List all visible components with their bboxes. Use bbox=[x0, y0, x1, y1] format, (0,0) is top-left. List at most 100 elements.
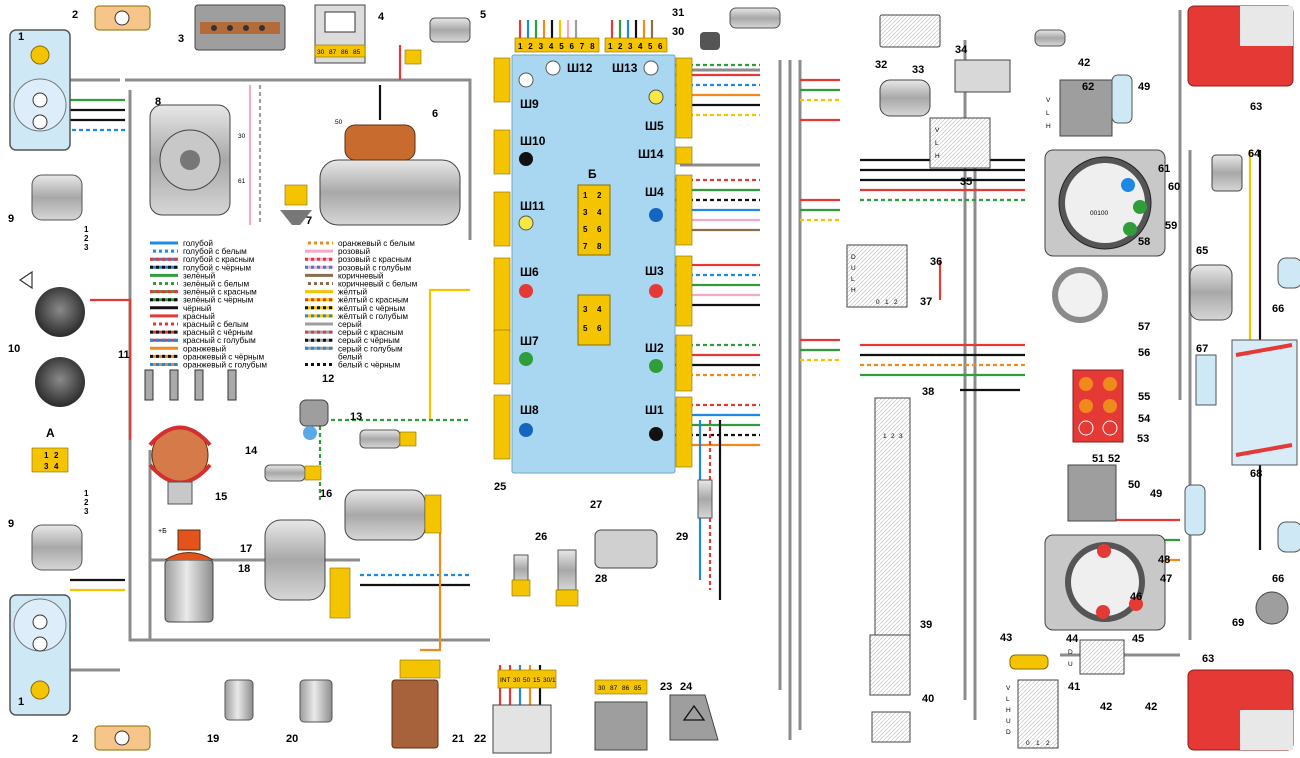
wiper-motor bbox=[264, 519, 351, 619]
rear-lamp-right bbox=[1187, 669, 1294, 751]
ign-pin-30-1: 30/1 bbox=[543, 677, 556, 684]
component-label-61: 61 bbox=[1158, 163, 1170, 175]
component-label-18: 18 bbox=[238, 563, 250, 575]
starter-relay: 30 87 86 85 bbox=[314, 4, 366, 64]
legend-label: голубой с чёрным bbox=[183, 263, 251, 272]
plug-sh9: Ш9 bbox=[520, 97, 539, 111]
top-connector-b bbox=[604, 37, 668, 53]
component-label-47: 47 bbox=[1160, 573, 1172, 585]
component-label-51: 51 bbox=[1092, 453, 1104, 465]
hazard-connector bbox=[391, 659, 441, 749]
component-label-7: 7 bbox=[306, 215, 312, 227]
sw41-letter-l: L bbox=[1006, 696, 1010, 703]
brake-fluid-sensor bbox=[299, 399, 329, 440]
top-pin-b: 6 bbox=[658, 42, 663, 51]
legend-label: серый с чёрным bbox=[338, 336, 400, 345]
component-label-31: 31 bbox=[672, 7, 684, 19]
component-label-2: 2 bbox=[72, 9, 78, 21]
generator: 30 61 bbox=[149, 104, 246, 216]
block-pin-lower: 3 bbox=[583, 305, 588, 314]
sw62-letter-l: L bbox=[1046, 110, 1050, 117]
component-label-48: 48 bbox=[1158, 554, 1170, 566]
coil-plus-label: +Б bbox=[158, 528, 167, 535]
component-label-50: 50 bbox=[1128, 479, 1140, 491]
legend-label: оранжевый с чёрным bbox=[183, 352, 264, 361]
component-label-38: 38 bbox=[922, 386, 934, 398]
legend-label: коричневый bbox=[338, 271, 384, 280]
hazard-switch bbox=[869, 634, 911, 696]
gen-terminal-30: 30 bbox=[238, 133, 246, 140]
legend-label: жёлтый с чёрным bbox=[338, 304, 405, 313]
inset-pin-3: 3 bbox=[44, 462, 49, 471]
sw35-letter-v: V bbox=[935, 127, 940, 134]
headlight-cleaner-relay bbox=[299, 679, 333, 723]
plug-sh10: Ш10 bbox=[520, 134, 546, 148]
top-pin-a: 5 bbox=[559, 42, 564, 51]
component-label-6: 6 bbox=[432, 108, 438, 120]
component-label-54: 54 bbox=[1138, 413, 1151, 425]
instrument-light-rheostat bbox=[871, 711, 911, 743]
sw62-letter-h: H bbox=[1046, 123, 1051, 130]
rear-washer-pump bbox=[1211, 154, 1243, 192]
ignition-distributor bbox=[148, 425, 212, 505]
starter-terminal-50: 50 bbox=[335, 119, 343, 126]
side-connector-pin: 2 bbox=[84, 234, 89, 243]
legend-label: белый с чёрным bbox=[338, 361, 401, 370]
plug-sh11: Ш11 bbox=[520, 199, 545, 213]
rear-defrost-switch bbox=[879, 14, 941, 48]
glovebox-lamp bbox=[729, 7, 781, 29]
component-label-42: 42 bbox=[1100, 701, 1112, 713]
component-label-66: 66 bbox=[1272, 573, 1284, 585]
trunk-lamp bbox=[1034, 29, 1066, 47]
brake-light-lamp bbox=[1009, 654, 1049, 670]
block-pin-lower: 5 bbox=[583, 324, 588, 333]
component-label-59: 59 bbox=[1165, 220, 1177, 232]
component-label-28: 28 bbox=[595, 573, 607, 585]
component-label-57: 57 bbox=[1138, 321, 1150, 333]
legend-label: жёлтый bbox=[338, 288, 367, 297]
component-label-45: 45 bbox=[1132, 633, 1144, 645]
license-lamp-upper bbox=[1277, 257, 1300, 289]
top-pin-b: 2 bbox=[618, 42, 623, 51]
component-label-42: 42 bbox=[1078, 57, 1090, 69]
top-connector-a bbox=[514, 37, 600, 53]
coolant-temp-sensor bbox=[264, 464, 322, 482]
block-pin-lower: 6 bbox=[597, 324, 602, 333]
component-label-64: 64 bbox=[1248, 148, 1261, 160]
component-label-69: 69 bbox=[1232, 617, 1244, 629]
component-label-52: 52 bbox=[1108, 453, 1120, 465]
legend-label: голубой с белым bbox=[183, 247, 247, 256]
component-label-33: 33 bbox=[912, 64, 924, 76]
glovebox-light-switch bbox=[1195, 354, 1217, 406]
warning-lamp-block bbox=[1072, 369, 1124, 443]
headlight-cleaner-motor-right bbox=[31, 524, 83, 571]
component-label-65: 65 bbox=[1196, 245, 1208, 257]
component-label-26: 26 bbox=[535, 531, 547, 543]
top-pin-a: 6 bbox=[570, 42, 575, 51]
relay23-pin-85: 85 bbox=[634, 685, 642, 692]
block-pin-upper: 1 bbox=[583, 191, 588, 200]
top-pin-a: 8 bbox=[590, 42, 595, 51]
relay4-pin-85: 85 bbox=[353, 49, 361, 56]
component-label-20: 20 bbox=[286, 733, 298, 745]
top-pin-a: 2 bbox=[528, 42, 533, 51]
legend-label: голубой bbox=[183, 239, 213, 248]
component-label-36: 36 bbox=[930, 256, 942, 268]
component-label-58: 58 bbox=[1138, 236, 1150, 248]
plug-sh4: Ш4 bbox=[645, 185, 664, 199]
sw35-letter-l: L bbox=[935, 140, 939, 147]
legend-label: зелёный bbox=[183, 271, 215, 280]
headlight-relay: 30 87 86 85 bbox=[594, 679, 648, 751]
legend-label: жёлтый с красным bbox=[338, 296, 409, 305]
fog-lamp-switch: V L H bbox=[929, 117, 991, 169]
component-label-49: 49 bbox=[1150, 488, 1162, 500]
column-switch-block: 1 2 3 bbox=[874, 397, 911, 637]
rear-wiper-relay bbox=[224, 679, 254, 721]
plug-sh7: Ш7 bbox=[520, 334, 539, 348]
inset-pin-4: 4 bbox=[54, 462, 59, 471]
block-pin-upper: 3 bbox=[583, 208, 588, 217]
cold-start-valve bbox=[404, 17, 471, 65]
rear-lamp-left bbox=[1187, 5, 1294, 87]
component-label-41: 41 bbox=[1068, 681, 1080, 693]
